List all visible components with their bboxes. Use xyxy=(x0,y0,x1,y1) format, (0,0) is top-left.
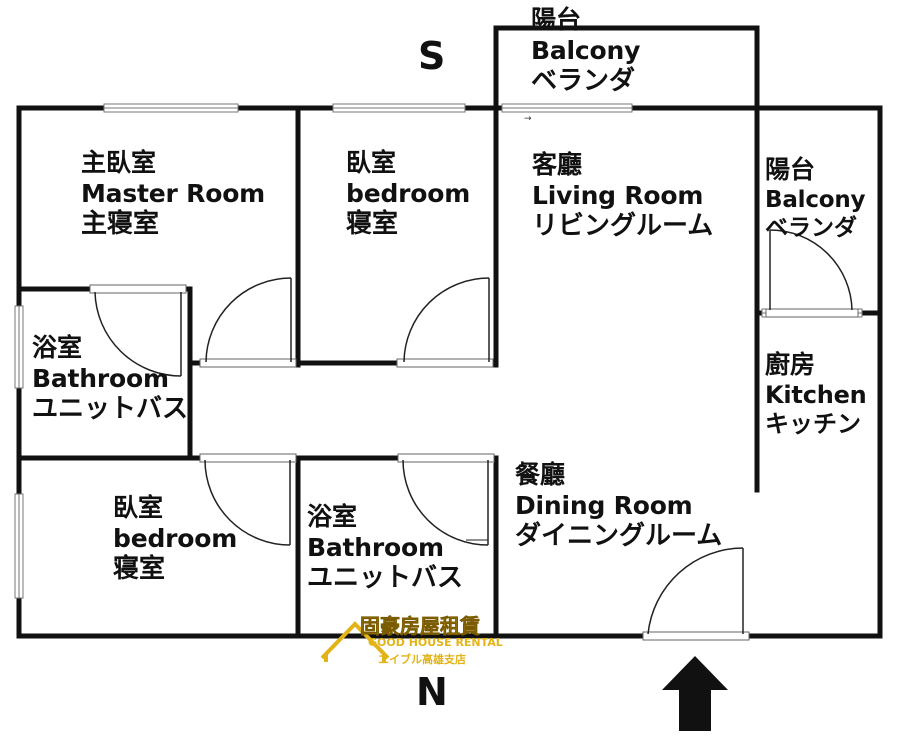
room-name-zh: 陽台 xyxy=(531,5,582,34)
room-label-living: 客廳 Living Room リビングルーム xyxy=(532,150,713,243)
room-name-zh: 臥室 xyxy=(113,493,164,522)
room-name-en: Dining Room xyxy=(515,490,693,520)
room-name-jp: 寝室 xyxy=(113,554,166,584)
room-name-zh: 浴室 xyxy=(32,333,83,362)
room-name-jp: キッチン xyxy=(765,409,861,438)
room-name-zh: 浴室 xyxy=(307,502,358,531)
room-name-en: Kitchen xyxy=(765,380,867,409)
house-logo-icon xyxy=(320,621,390,662)
room-name-jp: 寝室 xyxy=(346,209,399,239)
room-name-jp: 主寝室 xyxy=(81,209,160,239)
room-name-en: bedroom xyxy=(346,178,471,208)
room-name-zh: 客廳 xyxy=(532,150,583,179)
doors xyxy=(94,229,853,635)
sliding-arrow-icon: → xyxy=(524,114,532,124)
room-name-zh: 主臥室 xyxy=(81,148,157,177)
room-name-en: Balcony xyxy=(531,35,641,65)
room-name-jp: ベランダ xyxy=(765,214,857,241)
room-name-jp: リビングルーム xyxy=(532,211,714,241)
room-name-en: Balcony xyxy=(765,186,866,213)
room-name-jp: ユニットバス xyxy=(307,563,464,593)
room-label-bedroom-top: 臥室 bedroom 寝室 xyxy=(346,148,470,241)
room-name-zh: 餐廳 xyxy=(515,460,566,489)
room-name-jp: ベランダ xyxy=(531,66,636,96)
room-name-en: bedroom xyxy=(113,523,238,553)
room-name-en: Living Room xyxy=(532,180,704,210)
door-thresholds xyxy=(89,284,859,641)
room-label-master: 主臥室 Master Room 主寝室 xyxy=(81,148,265,241)
logo-subtitle-jp: エイブル高雄支店 xyxy=(378,653,466,666)
room-label-bath-bottom: 浴室 Bathroom ユニットバス xyxy=(307,502,463,595)
room-label-balcony-right: 陽台 Balcony ベランダ xyxy=(765,155,866,242)
room-label-bath-left: 浴室 Bathroom ユニットバス xyxy=(32,333,188,426)
room-name-zh: 陽台 xyxy=(765,155,816,184)
room-label-bedroom-bottom: 臥室 bedroom 寝室 xyxy=(113,493,237,586)
room-label-dining: 餐廳 Dining Room ダイニングルーム xyxy=(515,460,722,553)
room-name-jp: ダイニングルーム xyxy=(515,521,723,551)
room-name-en: Master Room xyxy=(81,178,266,208)
compass-south: S xyxy=(418,34,446,78)
room-name-zh: 廚房 xyxy=(765,350,816,379)
entrance-arrow-icon xyxy=(662,656,728,731)
room-name-zh: 臥室 xyxy=(346,148,397,177)
logo-title-en: GOOD HOUSE RENTAL xyxy=(368,636,503,649)
room-name-jp: ユニットバス xyxy=(32,394,189,424)
room-label-balcony-top: 陽台 Balcony ベランダ xyxy=(531,5,640,98)
room-label-kitchen: 廚房 Kitchen キッチン xyxy=(765,350,867,439)
compass-north: N xyxy=(416,670,448,714)
room-name-en: Bathroom xyxy=(307,532,444,562)
logo-title-zh: 固豪房屋租賃 xyxy=(360,614,481,639)
room-name-en: Bathroom xyxy=(32,363,169,393)
